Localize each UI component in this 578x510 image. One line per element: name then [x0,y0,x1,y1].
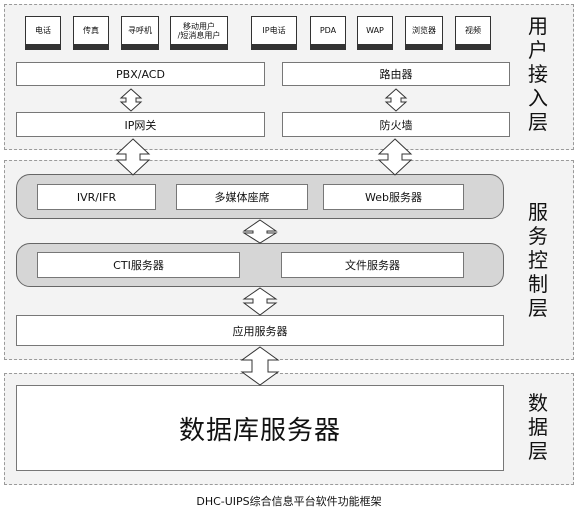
multimedia-agent-box: 多媒体座席 [176,184,308,210]
db-server-box: 数据库服务器 [16,385,504,471]
device-video: 视频 [455,16,491,50]
firewall-box: 防火墙 [282,112,510,137]
diagram-caption: DHC-UIPS综合信息平台软件功能框架 [196,495,382,508]
device-label: 视频 [465,26,481,35]
file-server-box: 文件服务器 [281,252,464,278]
db-server-label: 数据库服务器 [178,415,341,446]
device-wap: WAP [357,16,393,50]
web-server-box: Web服务器 [323,184,464,210]
ivr-ifr-label: IVR/IFR [76,190,117,204]
router-label: 路由器 [379,68,413,81]
device-pager: 寻呼机 [121,16,159,50]
device-label: 浏览器 [412,26,436,35]
multimedia-agent-label: 多媒体座席 [214,191,270,204]
file-server-label: 文件服务器 [345,259,400,272]
device-ip-phone: IP电话 [251,16,297,50]
device-pda: PDA [310,16,346,50]
user-access-layer-label: 用户接入层 [523,14,553,134]
web-server-label: Web服务器 [365,191,422,204]
device-label: WAP [366,26,384,35]
ip-gateway-box: IP网关 [16,112,265,137]
router-box: 路由器 [282,62,510,86]
ip-gateway-label: IP网关 [124,118,157,132]
device-label: IP电话 [262,26,286,35]
device-label: PDA [319,26,337,35]
firewall-label: 防火墙 [379,118,413,132]
app-server-box: 应用服务器 [16,315,504,346]
device-label: 寻呼机 [128,26,152,35]
layer-label-text: 用户接入层 [528,14,548,134]
app-server-label: 应用服务器 [232,324,288,338]
layer-label-text: 数据层 [528,391,548,463]
device-browser: 浏览器 [405,16,443,50]
layer-label-text: 服务控制层 [528,200,548,320]
device-phone: 电话 [25,16,61,50]
device-mobile-sms: 移动用户 /短消息用户 [170,16,228,50]
ivr-ifr-box: IVR/IFR [37,184,156,210]
pbx-acd-box: PBX/ACD [16,62,265,86]
cti-server-box: CTI服务器 [37,252,240,278]
data-layer-label: 数据层 [523,391,553,463]
device-label: 移动用户 /短消息用户 [177,21,221,40]
cti-server-label: CTI服务器 [113,259,164,272]
device-fax: 传真 [73,16,109,50]
service-control-layer-label: 服务控制层 [523,200,553,320]
device-label: 电话 [35,26,51,35]
pbx-acd-label: PBX/ACD [116,67,165,81]
device-label: 传真 [83,26,99,35]
